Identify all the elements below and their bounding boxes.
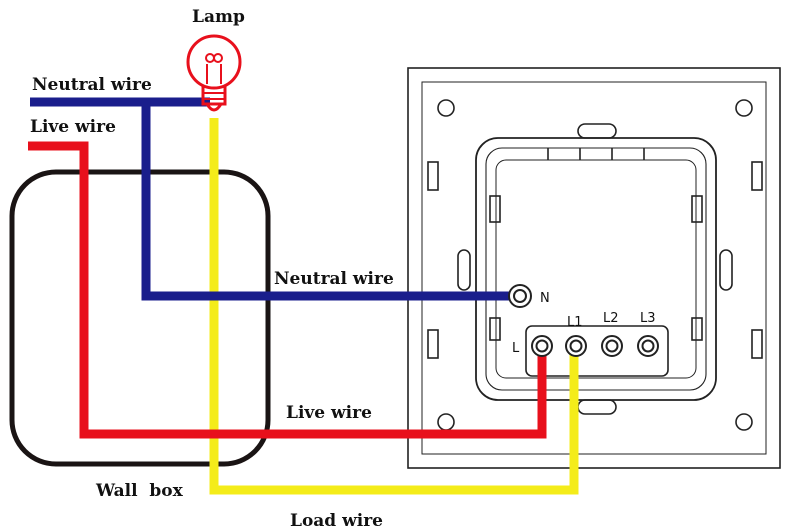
- neutral-wire-top-label: Neutral wire: [32, 75, 152, 95]
- terminal-l2-label: L2: [603, 311, 619, 326]
- wall-box: [9, 169, 271, 467]
- neutral-wire: [141, 102, 520, 301]
- load-wire: [209, 118, 579, 495]
- load-wire-label: Load wire: [290, 511, 383, 531]
- terminal-l1-label: L1: [567, 315, 583, 330]
- live-wire: [28, 141, 547, 439]
- terminal-l1: [565, 335, 587, 357]
- terminal-l-label: L: [512, 341, 520, 356]
- lamp-label: Lamp: [192, 7, 245, 27]
- neutral-wire-mid-label: Neutral wire: [274, 269, 394, 289]
- terminal-l3: [637, 335, 659, 357]
- terminal-n-label: N: [540, 291, 550, 306]
- live-wire-bottom-label: Live wire: [286, 403, 372, 423]
- wall-box-label: Wall box: [95, 481, 184, 501]
- terminal-l3-label: L3: [640, 311, 656, 326]
- terminal-l2: [601, 335, 623, 357]
- live-wire-top-label: Live wire: [30, 117, 116, 137]
- terminal-n: [508, 284, 532, 308]
- lamp-icon: [186, 34, 242, 112]
- terminal-l: [531, 335, 553, 357]
- switch-back-plate: [407, 67, 781, 469]
